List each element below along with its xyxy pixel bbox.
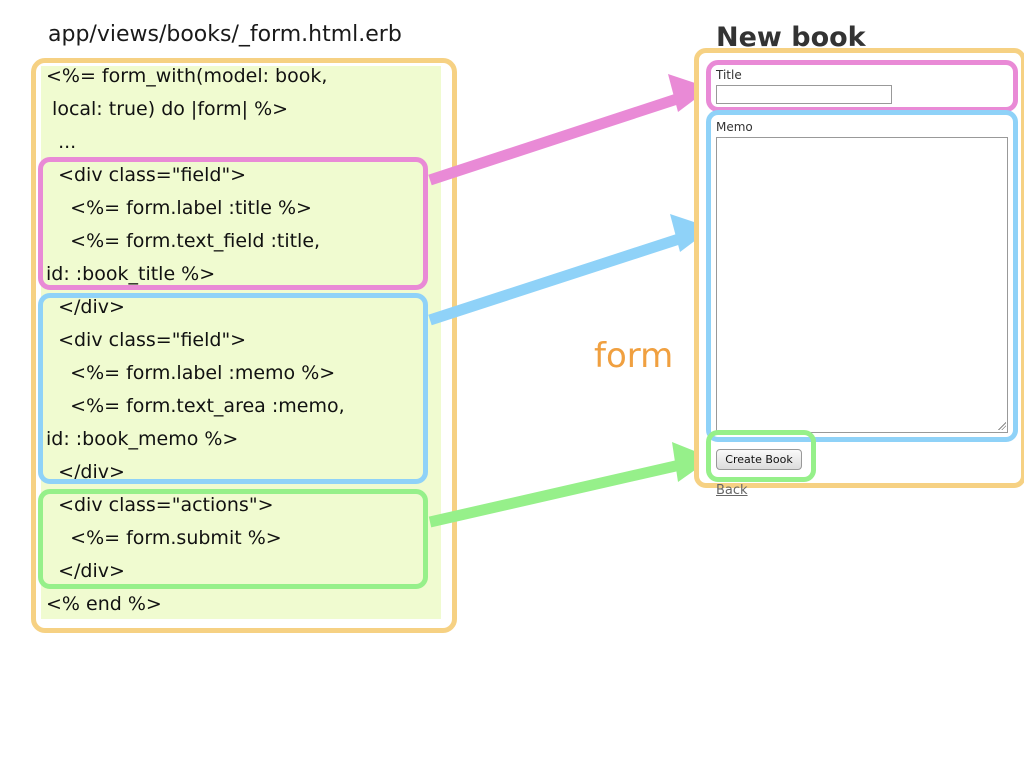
code-line: <%= form.label :title %> — [46, 197, 312, 219]
code-filename: app/views/books/_form.html.erb — [48, 22, 402, 47]
rendered-actions-highlight — [706, 430, 816, 482]
code-line: id: :book_title %> — [46, 263, 216, 285]
code-line: <%= form.label :memo %> — [46, 362, 336, 384]
code-line: <div class="field"> — [46, 329, 247, 351]
code-line: <%= form_with(model: book, — [46, 65, 328, 87]
rendered-title-field-highlight — [706, 60, 1018, 112]
code-title-field-highlight — [38, 157, 428, 290]
back-link[interactable]: Back — [716, 483, 748, 498]
code-line: id: :book_memo %> — [46, 428, 239, 450]
code-line: </div> — [46, 296, 125, 318]
code-line: <div class="actions"> — [46, 494, 274, 516]
page-title: New book — [716, 22, 866, 53]
resize-grip-icon[interactable] — [998, 422, 1006, 430]
form-annotation: form — [594, 336, 674, 376]
code-line: <div class="field"> — [46, 164, 247, 186]
code-line: local: true) do |form| %> — [46, 98, 289, 120]
code-line: </div> — [46, 560, 125, 582]
title-label: Title — [716, 68, 742, 82]
code-line: <%= form.text_area :memo, — [46, 395, 345, 417]
actions-arrow — [428, 442, 712, 528]
memo-textarea[interactable] — [716, 137, 1008, 433]
memo-label: Memo — [716, 120, 753, 134]
rendered-memo-field-highlight — [706, 110, 1018, 442]
code-line: <%= form.submit %> — [46, 527, 282, 549]
title-arrow — [428, 74, 710, 186]
memo-arrow — [428, 214, 712, 326]
code-line: <% end %> — [46, 593, 162, 615]
code-memo-field-highlight — [38, 293, 428, 484]
code-line: </div> — [46, 461, 125, 483]
code-line: ... — [46, 131, 77, 153]
create-book-button[interactable]: Create Book — [716, 449, 802, 470]
code-line: <%= form.text_field :title, — [46, 230, 321, 252]
title-input[interactable] — [716, 85, 892, 104]
code-actions-highlight — [38, 489, 428, 589]
